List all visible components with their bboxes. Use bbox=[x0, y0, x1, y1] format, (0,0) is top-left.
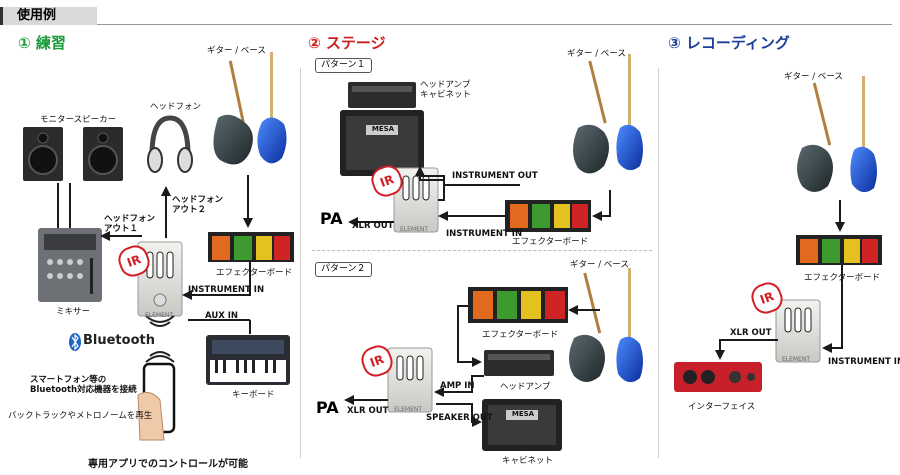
effector-board-recording bbox=[796, 235, 882, 265]
label-connect-note: スマートフォン等の Bluetooth対応機器を接続 bbox=[30, 375, 137, 395]
device-brand-practice: ELEMENT bbox=[145, 312, 174, 319]
label-guitar-bass-practice: ギター / ベース bbox=[207, 46, 266, 56]
label-guitar-bass-stage1: ギター / ベース bbox=[567, 49, 626, 59]
label-backing-note: バックトラックやメトロノームを再生 bbox=[8, 411, 153, 421]
smartphone-icon bbox=[137, 362, 176, 441]
guitar-icon bbox=[213, 60, 253, 165]
effector-board-stage1 bbox=[505, 200, 591, 232]
device-brand-stage2: ELEMENT bbox=[394, 406, 423, 413]
mesa-logo-cab1: MESA bbox=[371, 125, 395, 133]
label-xlr-out-stage2: XLR OUT bbox=[347, 406, 389, 416]
header-rule bbox=[97, 24, 892, 25]
label-app-note: 専用アプリでのコントロールが可能 bbox=[88, 459, 248, 470]
label-effector-board-recording: エフェクターボード bbox=[804, 273, 881, 283]
monitor-speaker-left bbox=[23, 127, 63, 181]
label-xlr-out-recording: XLR OUT bbox=[730, 328, 772, 338]
head-amp-icon bbox=[484, 350, 554, 376]
label-instrument-in-practice: INSTRUMENT IN bbox=[188, 285, 265, 295]
bass-stage2-icon bbox=[616, 268, 643, 383]
label-effector-board-practice: エフェクターボード bbox=[216, 268, 293, 278]
label-xlr-out-stage1: XLR OUT bbox=[352, 221, 394, 231]
label-head-amp-cabinet: ヘッドアンプ キャビネット bbox=[420, 80, 472, 100]
headphones-icon bbox=[147, 115, 193, 173]
label-pattern1: パターン１ bbox=[315, 58, 372, 73]
mesa-logo-cab2: MESA bbox=[511, 410, 535, 418]
label-amp-in: AMP IN bbox=[440, 381, 475, 391]
divider-left bbox=[300, 68, 301, 458]
label-speaker-out: SPEAKER OUT bbox=[426, 413, 493, 423]
keyboard-icon bbox=[206, 335, 290, 385]
audio-interface-icon bbox=[674, 362, 762, 392]
page-header: 使用例 bbox=[0, 7, 97, 25]
signal-waves-icon bbox=[145, 315, 175, 363]
cabinet-icon bbox=[482, 399, 562, 451]
label-head-amp: ヘッドアンプ bbox=[500, 382, 551, 392]
label-bluetooth: Bluetooth bbox=[83, 333, 155, 348]
label-instrument-in-stage1: INSTRUMENT IN bbox=[446, 229, 523, 239]
label-interface: インターフェイス bbox=[688, 402, 756, 412]
element-device-stage1 bbox=[393, 167, 439, 233]
bluetooth-icon bbox=[69, 333, 81, 351]
label-effector-board-stage2: エフェクターボード bbox=[482, 330, 559, 340]
head-amp-cabinet-icon bbox=[340, 82, 424, 176]
label-mixer: ミキサー bbox=[56, 307, 91, 317]
divider-right bbox=[658, 68, 659, 458]
label-instrument-in-recording: INSTRUMENT IN bbox=[828, 357, 900, 367]
element-device-recording bbox=[775, 299, 821, 363]
label-guitar-bass-stage2: ギター / ベース bbox=[570, 260, 629, 270]
device-brand-recording: ELEMENT bbox=[782, 356, 811, 363]
guitar-recording-icon bbox=[797, 82, 833, 192]
bass-stage1-icon bbox=[616, 54, 643, 171]
pattern-divider bbox=[312, 250, 652, 251]
effector-board-practice bbox=[208, 232, 294, 262]
bass-icon bbox=[257, 52, 287, 164]
label-headphones: ヘッドフォン bbox=[150, 102, 202, 112]
guitar-stage2-icon bbox=[569, 272, 605, 382]
label-effector-board-stage1: エフェクターボード bbox=[512, 237, 589, 247]
monitor-speaker-right bbox=[83, 127, 123, 181]
section-stage-title: ② ステージ bbox=[308, 34, 386, 52]
mixer-icon bbox=[38, 228, 102, 302]
label-cabinet: キャビネット bbox=[502, 456, 554, 466]
header-title: 使用例 bbox=[17, 8, 57, 23]
label-aux-in: AUX IN bbox=[205, 311, 239, 321]
label-pa-stage2: PA bbox=[316, 398, 339, 417]
device-brand-stage1: ELEMENT bbox=[400, 226, 429, 233]
label-guitar-bass-recording: ギター / ベース bbox=[784, 72, 843, 82]
section-practice-title: ① 練習 bbox=[18, 34, 66, 52]
label-headphone-out1: ヘッドフォン アウト１ bbox=[104, 214, 156, 234]
label-pa-stage1: PA bbox=[320, 209, 343, 228]
label-instrument-out: INSTRUMENT OUT bbox=[452, 171, 538, 181]
element-device-stage2 bbox=[387, 347, 433, 413]
section-recording-title: ③ レコーディング bbox=[668, 34, 790, 52]
label-pattern2: パターン２ bbox=[315, 262, 372, 277]
label-keyboard: キーボード bbox=[232, 390, 275, 400]
label-headphone-out2: ヘッドフォン アウト２ bbox=[172, 195, 224, 215]
effector-board-stage2 bbox=[468, 287, 568, 323]
bass-recording-icon bbox=[850, 76, 877, 193]
label-monitor-speaker: モニタースピーカー bbox=[40, 115, 117, 125]
guitar-stage1-icon bbox=[573, 60, 609, 174]
